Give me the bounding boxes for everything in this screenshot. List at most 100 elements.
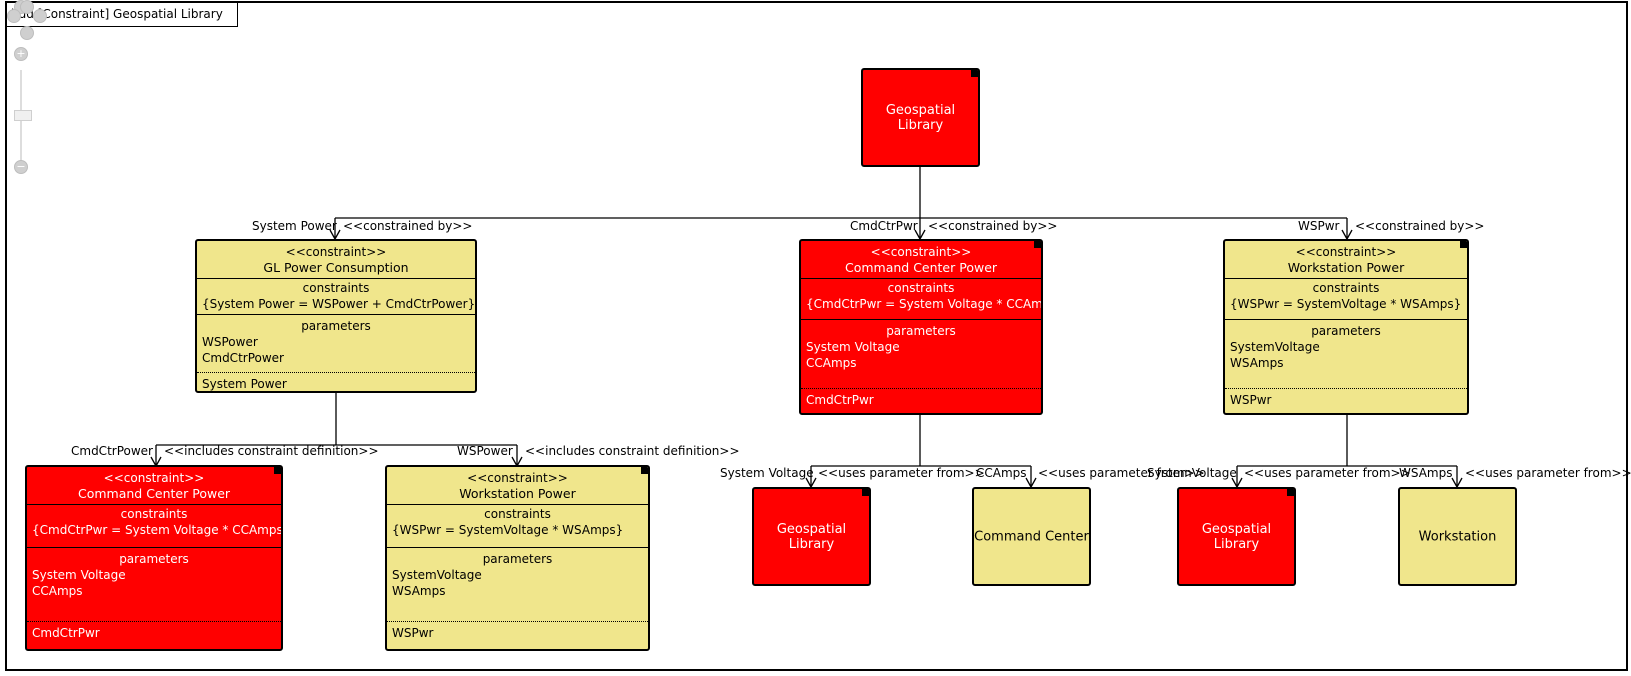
value-item: CmdCtrPwr — [806, 393, 874, 407]
parameter-item: CCAmps — [32, 584, 83, 598]
block-name: GL Power Consumption — [263, 260, 409, 275]
compartment-title: parameters — [482, 552, 553, 566]
parameter-item: System Voltage — [32, 568, 126, 582]
constraints-compartment: constraints {WSPwr = SystemVoltage * WSA… — [387, 504, 648, 547]
block-stereotype: <<constraint>> — [467, 471, 568, 485]
constraints-compartment: constraints {CmdCtrPwr = System Voltage … — [27, 504, 281, 547]
edge-role-label: System Voltage — [720, 466, 814, 480]
block-name: Geospatial Library — [776, 521, 847, 552]
constraint-block-workstation-power-included[interactable]: <<constraint>> Workstation Power constra… — [385, 465, 650, 651]
value-item: WSPwr — [1230, 393, 1272, 407]
block-name: Workstation Power — [1287, 260, 1405, 275]
edge-role-label: WSAmps — [1399, 466, 1453, 480]
parameter-item: SystemVoltage — [1230, 340, 1320, 354]
block-name: Command Center — [974, 529, 1089, 544]
parameters-compartment: parameters System Voltage CCAmps — [801, 319, 1041, 388]
block-command-center[interactable]: Command Center — [972, 487, 1091, 586]
zoom-slider-thumb[interactable] — [14, 110, 32, 121]
values-compartment: CmdCtrPwr — [801, 388, 1041, 408]
block-name: Workstation Power — [459, 486, 576, 501]
value-item: CmdCtrPwr — [32, 626, 100, 640]
constraint-expression: {CmdCtrPwr = System Voltage * CCAmps} — [806, 297, 1043, 311]
parameter-item: WSAmps — [1230, 356, 1284, 370]
block-corner-marker — [641, 467, 648, 474]
constraints-compartment: constraints {CmdCtrPwr = System Voltage … — [801, 278, 1041, 319]
block-corner-marker — [1460, 241, 1467, 248]
zoom-in-icon[interactable]: + — [14, 47, 28, 61]
values-compartment: System Power — [197, 372, 475, 391]
pan-right-icon[interactable] — [33, 9, 47, 23]
pan-up-icon[interactable] — [20, 0, 34, 14]
edge-stereotype-label: <<includes constraint definition>> — [164, 444, 379, 458]
edge-role-label: System Power — [252, 219, 337, 233]
pan-down-icon[interactable] — [20, 26, 34, 40]
block-name: Geospatial Library — [885, 102, 956, 133]
constraint-block-command-center-power[interactable]: <<constraint>> Command Center Power cons… — [799, 239, 1043, 415]
parameter-item: System Voltage — [806, 340, 900, 354]
values-compartment: WSPwr — [1225, 388, 1467, 408]
edge-role-label: WSPwr — [1298, 219, 1340, 233]
block-corner-marker — [274, 467, 281, 474]
block-corner-marker — [1034, 241, 1041, 248]
constraint-block-workstation-power[interactable]: <<constraint>> Workstation Power constra… — [1223, 239, 1469, 415]
constraint-expression: {WSPwr = SystemVoltage * WSAmps} — [1230, 297, 1462, 311]
pan-left-icon[interactable] — [7, 9, 21, 23]
edge-role-label: SystemVoltage — [1147, 466, 1237, 480]
compartment-title: parameters — [1311, 324, 1381, 338]
parameter-item: WSAmps — [392, 584, 446, 598]
parameters-compartment: parameters SystemVoltage WSAmps — [1225, 319, 1467, 388]
compartment-title: constraints — [120, 507, 188, 521]
edge-stereotype-label: <<uses parameter from>> — [1465, 466, 1631, 480]
block-name: Command Center Power — [77, 486, 231, 501]
constraints-compartment: constraints {System Power = WSPower + Cm… — [197, 278, 475, 314]
compartment-title: constraints — [484, 507, 551, 521]
block-name: Geospatial Library — [1201, 521, 1272, 552]
edge-stereotype-label: <<constrained by>> — [1355, 219, 1485, 233]
constraint-expression: {WSPwr = SystemVoltage * WSAmps} — [392, 523, 624, 537]
edge-role-label: CCAmps — [976, 466, 1027, 480]
constraint-block-gl-power-consumption[interactable]: <<constraint>> GL Power Consumption cons… — [195, 239, 477, 393]
parameter-item: SystemVoltage — [392, 568, 482, 582]
value-item: System Power — [202, 377, 287, 391]
edge-stereotype-label: <<includes constraint definition>> — [525, 444, 740, 458]
edge-role-label: CmdCtrPwr — [850, 219, 918, 233]
block-geospatial-library[interactable]: Geospatial Library — [752, 487, 871, 586]
compartment-title: parameters — [301, 319, 371, 333]
edge-stereotype-label: <<uses parameter from>> — [818, 466, 985, 480]
parameter-item: WSPower — [202, 335, 258, 349]
block-stereotype: <<constraint>> — [1295, 245, 1397, 259]
block-workstation[interactable]: Workstation — [1398, 487, 1517, 586]
block-stereotype: <<constraint>> — [285, 245, 387, 259]
block-stereotype: <<constraint>> — [103, 471, 205, 485]
edge-stereotype-label: <<constrained by>> — [928, 219, 1058, 233]
constraints-compartment: constraints {WSPwr = SystemVoltage * WSA… — [1225, 278, 1467, 319]
edge-stereotype-label: <<uses parameter from>> — [1244, 466, 1411, 480]
parameter-item: CmdCtrPower — [202, 351, 284, 365]
value-item: WSPwr — [392, 626, 434, 640]
compartment-title: constraints — [302, 281, 370, 295]
parameter-item: CCAmps — [806, 356, 857, 370]
edge-role-label: WSPower — [457, 444, 513, 458]
parameters-compartment: parameters System Voltage CCAmps — [27, 547, 281, 621]
frame-title: bdd [Constraint] Geospatial Library — [7, 3, 238, 27]
parameters-compartment: parameters WSPower CmdCtrPower — [197, 314, 475, 372]
zoom-out-icon[interactable]: − — [14, 160, 28, 174]
values-compartment: WSPwr — [387, 621, 648, 641]
parameters-compartment: parameters SystemVoltage WSAmps — [387, 547, 648, 621]
root-block-geospatial-library[interactable]: Geospatial Library — [861, 68, 980, 167]
constraint-block-command-center-power-included[interactable]: <<constraint>> Command Center Power cons… — [25, 465, 283, 651]
edge-stereotype-label: <<constrained by>> — [343, 219, 473, 233]
block-name: Workstation — [1418, 529, 1497, 544]
block-geospatial-library[interactable]: Geospatial Library — [1177, 487, 1296, 586]
values-compartment: CmdCtrPwr — [27, 621, 281, 641]
edge-stereotype-label: <<uses parameter from>> — [1038, 466, 1205, 480]
block-corner-marker — [1287, 489, 1294, 496]
constraint-expression: {CmdCtrPwr = System Voltage * CCAmps} — [32, 523, 283, 537]
block-corner-marker — [862, 489, 869, 496]
zoom-control[interactable]: + − — [7, 0, 47, 190]
compartment-title: constraints — [1312, 281, 1380, 295]
compartment-title: parameters — [886, 324, 956, 338]
block-name: Command Center Power — [844, 260, 998, 275]
block-corner-marker — [971, 70, 978, 77]
